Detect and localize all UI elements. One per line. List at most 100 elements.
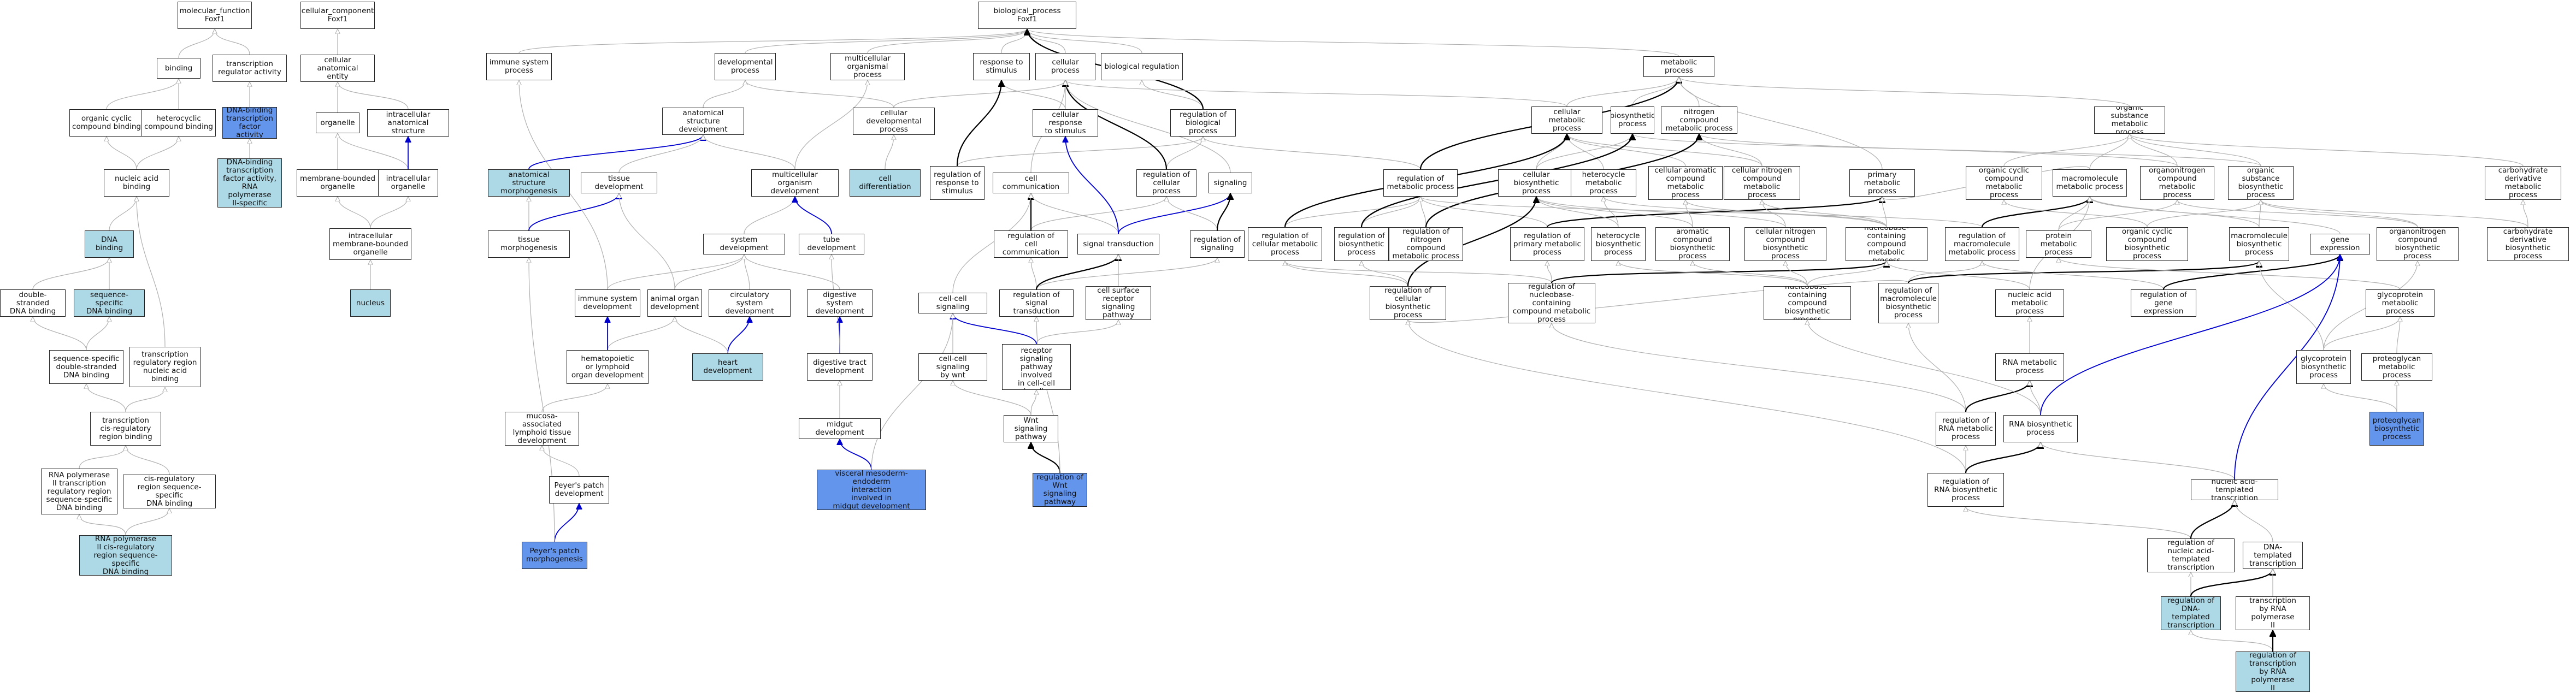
term-node: regulation of cellular metabolic process: [1248, 227, 1322, 261]
edge-is-a: [885, 135, 894, 170]
edge-is-a: [607, 254, 744, 290]
term-node: regulation of signal transduction: [999, 289, 1074, 317]
edge-is-a: [1027, 28, 1142, 54]
edge-is-a: [607, 316, 675, 351]
edge-is-a: [1536, 133, 1632, 170]
term-node: organonitrogen compound biosynthetic pro…: [2377, 227, 2459, 261]
edge-is-a: [370, 196, 408, 229]
edge-is-a: [703, 134, 795, 170]
term-node: circulatory system development: [709, 289, 791, 317]
term-node: response to stimulus: [973, 53, 1030, 80]
term-node: regulation of gene expression: [2131, 289, 2196, 317]
edge-is-a: [1908, 323, 1966, 412]
edge-is-a: [618, 134, 703, 173]
edge-part-of: [528, 193, 619, 231]
edge-is-a: [106, 78, 179, 110]
term-node: cell surface receptor signaling pathway …: [1002, 344, 1071, 390]
edge-part-of: [1065, 137, 1119, 234]
edge-is-a: [2058, 199, 2177, 231]
edge-is-a: [745, 28, 1027, 54]
edge-is-a: [1536, 133, 1567, 170]
edge-is-a: [1001, 80, 1066, 110]
edge-is-a: [1567, 133, 1762, 167]
edge-regulates: [1035, 254, 1118, 290]
edge-is-a: [137, 197, 166, 347]
term-node: RNA polymerase II transcription regulato…: [41, 469, 117, 514]
term-node: DNA-templated transcription: [2243, 542, 2303, 569]
term-node: regulation of DNA-templated transcriptio…: [2161, 596, 2221, 630]
edge-is-a: [1408, 320, 1966, 473]
edge-regulates: [1981, 196, 2090, 228]
term-node: nucleic acid metabolic process: [1995, 289, 2064, 317]
term-node: glycoprotein metabolic process: [2366, 289, 2434, 317]
edge-is-a: [1030, 196, 1166, 231]
edge-is-a: [1408, 280, 1909, 322]
term-node: cell-cell signaling: [918, 293, 987, 313]
term-node: regulation of cell communication: [994, 230, 1068, 258]
edge-is-a: [2396, 317, 2400, 354]
edge-is-a: [871, 313, 953, 470]
edge-regulates: [956, 80, 1001, 167]
edge-is-a: [109, 197, 137, 231]
term-node: carbohydrate derivative biosynthetic pro…: [2487, 227, 2569, 261]
term-node: RNA biosynthetic process: [2003, 415, 2078, 442]
edge-is-a: [2191, 630, 2273, 652]
edge-is-a: [703, 80, 745, 108]
term-node: aromatic compound biosynthetic process: [1655, 227, 1730, 261]
term-node: digestive tract development: [807, 353, 873, 381]
edge-is-a: [957, 136, 1203, 167]
edge-is-a: [1027, 28, 1066, 54]
edge-is-a: [1284, 196, 1420, 228]
edge-is-a: [1065, 80, 1567, 107]
term-node: macromolecule biosynthetic process: [2229, 227, 2289, 261]
edge-is-a: [1166, 136, 1203, 170]
term-node: signaling: [1209, 173, 1252, 193]
edge-is-a: [1908, 260, 1982, 283]
edge-is-a: [1785, 261, 1808, 287]
edge-is-a: [1618, 260, 1808, 287]
edge-is-a: [1166, 196, 1218, 231]
edge-part-of: [554, 503, 579, 542]
edge-is-a: [1547, 261, 1552, 283]
edge-regulates: [2190, 500, 2235, 539]
term-node: cis-regulatory region sequence-specific …: [123, 475, 216, 508]
term-node: cellular nitrogen compound metabolic pro…: [1724, 166, 1800, 200]
term-node: digestive system development: [807, 289, 873, 317]
edge-is-a: [178, 28, 215, 58]
term-node: regulation of Wnt signaling pathway: [1033, 473, 1087, 507]
edge-is-a: [79, 514, 126, 536]
term-node: Wnt signaling pathway: [1004, 415, 1058, 442]
term-node: nucleic acid binding: [104, 169, 169, 197]
term-node: membrane-bounded organelle: [297, 169, 379, 197]
term-node: organic substance biosynthetic process: [2228, 166, 2294, 200]
edge-is-a: [1679, 76, 2130, 107]
term-node: intracellular membrane-bounded organelle: [329, 228, 411, 260]
term-node: regulation of primary metabolic process: [1510, 227, 1584, 261]
term-node: cellular response to stimulus: [1033, 109, 1098, 137]
edge-is-a: [2130, 133, 2524, 167]
term-node: regulation of macromolecule metabolic pr…: [1945, 227, 2019, 261]
term-node: anatomical structure development: [662, 108, 744, 135]
edge-is-a: [2130, 133, 2178, 167]
edge-is-a: [1567, 133, 1686, 167]
edge-is-a: [2004, 199, 2148, 228]
term-node: cell-cell signaling by wnt: [918, 353, 987, 381]
edge-is-a: [542, 445, 580, 477]
edge-part-of: [795, 196, 832, 234]
edge-is-a: [1361, 260, 1408, 287]
term-node: biological regulation: [1101, 53, 1183, 80]
term-node: organic cyclic compound binding: [69, 109, 144, 137]
edge-is-a: [136, 136, 179, 170]
term-node: signal transduction: [1077, 234, 1159, 254]
term-node: regulation of nitrogen compound metaboli…: [1389, 227, 1463, 261]
term-node: organic substance metabolic process: [2094, 106, 2165, 134]
term-node: nucleobase-containing compound biosynthe…: [1764, 286, 1851, 320]
term-node: visceral mesoderm-endoderm interaction i…: [817, 470, 926, 510]
edge-is-a: [674, 254, 744, 290]
term-node: regulation of nucleobase-containing comp…: [1508, 283, 1595, 323]
term-node: regulation of response to stimulus: [930, 166, 985, 200]
edge-is-a: [338, 81, 409, 110]
edge-is-a: [2259, 261, 2324, 351]
edge-is-a: [1966, 506, 2191, 539]
term-node: tissue development: [581, 173, 657, 193]
